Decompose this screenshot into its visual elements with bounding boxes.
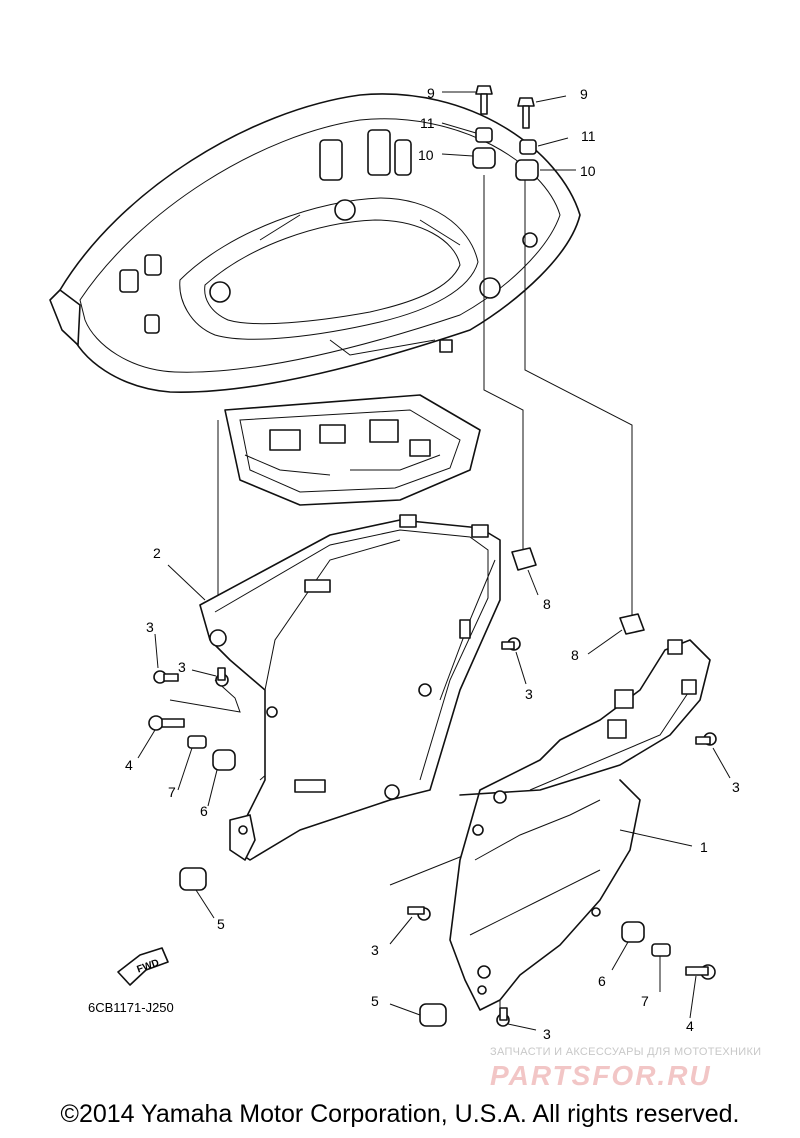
callout-2: 2 xyxy=(153,545,161,561)
callout-6-left: 6 xyxy=(200,803,208,819)
callout-5-right: 5 xyxy=(371,993,379,1009)
callout-11-left: 11 xyxy=(420,115,435,131)
watermark-subtitle: ЗАПЧАСТИ И АКСЕССУАРЫ ДЛЯ МОТОТЕХНИКИ xyxy=(490,1046,762,1058)
callout-3-right: 3 xyxy=(732,779,740,795)
callout-10-right: 10 xyxy=(580,163,596,179)
forward-arrow-icon: FWD xyxy=(117,947,169,986)
callout-3-bottom-left: 3 xyxy=(371,942,379,958)
callout-8-right: 8 xyxy=(571,647,579,663)
callout-1: 1 xyxy=(700,839,708,855)
callout-7-left: 7 xyxy=(168,784,176,800)
callout-9-right: 9 xyxy=(580,86,588,102)
callout-11-right: 11 xyxy=(581,128,596,144)
fasteners xyxy=(148,85,717,1027)
bottom-cowl-starboard-part-1 xyxy=(449,639,711,1011)
engine-base xyxy=(224,394,481,506)
bottom-cowl-port-part-2 xyxy=(199,514,501,861)
callout-3-mid-right: 3 xyxy=(525,686,533,702)
bottom-cowling-tray xyxy=(49,93,581,393)
callout-4-left: 4 xyxy=(125,757,133,773)
diagram-code: 6CB1171-J250 xyxy=(88,1000,174,1015)
callout-leaders xyxy=(137,91,731,1031)
watermark-logo: PARTSFOR.RU xyxy=(490,1060,712,1091)
callout-6-right: 6 xyxy=(598,973,606,989)
callout-5-left: 5 xyxy=(217,916,225,932)
callout-3-bottom: 3 xyxy=(543,1026,551,1042)
callout-8-left: 8 xyxy=(543,596,551,612)
callout-9-left: 9 xyxy=(427,85,435,101)
callout-10-left: 10 xyxy=(418,147,434,163)
callout-4-right: 4 xyxy=(686,1018,694,1034)
callout-3-top-left: 3 xyxy=(146,619,154,635)
callout-labels: 9 9 11 11 10 10 2 3 3 8 8 3 3 4 7 6 1 5 … xyxy=(125,85,740,1042)
copyright-notice: ©2014 Yamaha Motor Corporation, U.S.A. A… xyxy=(60,1100,740,1128)
callout-3-mid-left: 3 xyxy=(178,659,186,675)
callout-7-right: 7 xyxy=(641,993,649,1009)
